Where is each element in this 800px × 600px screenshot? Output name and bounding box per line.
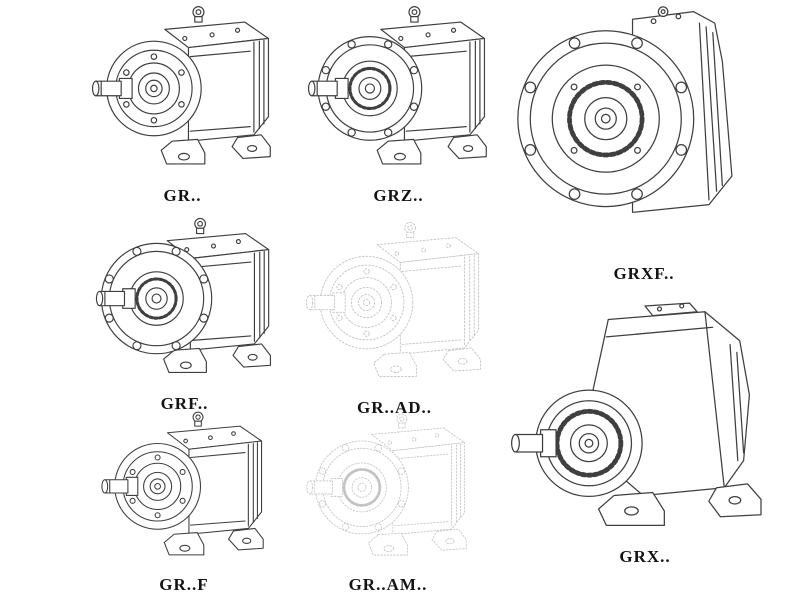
gearbox-drawing-gr-f (93, 408, 275, 573)
gearbox-drawing-grf (87, 214, 283, 392)
figure-label-gr-ad: GR..AD.. (356, 398, 433, 417)
figure-gr-f: GR..F (84, 408, 284, 595)
figure-label-gr: GR.. (163, 186, 202, 205)
figure-grx: GRX.. (497, 298, 793, 567)
figure-gr-am: GR..AM.. (288, 410, 488, 595)
gearbox-drawing-grxf (510, 4, 778, 262)
figure-label-gr-f: GR..F (159, 575, 209, 594)
figure-grxf: GRXF.. (498, 4, 790, 284)
figure-label-grx: GRX.. (619, 547, 671, 566)
figure-label-grz: GRZ.. (373, 186, 424, 205)
gearbox-drawing-gr-am (298, 410, 478, 573)
gearbox-drawing-grz (299, 2, 499, 184)
figure-gr: GR.. (80, 2, 285, 206)
figure-label-grxf: GRXF.. (613, 264, 675, 283)
gearbox-drawing-grx (500, 298, 790, 545)
gearbox-drawing-gr-ad (297, 218, 493, 396)
figure-label-grf: GRF.. (160, 394, 209, 413)
figure-label-gr-am: GR..AM.. (348, 575, 428, 594)
gearbox-drawing-gr (83, 2, 283, 184)
figure-grz: GRZ.. (296, 2, 501, 206)
figure-gr-ad: GR..AD.. (292, 218, 497, 418)
figure-grf: GRF.. (82, 214, 287, 414)
